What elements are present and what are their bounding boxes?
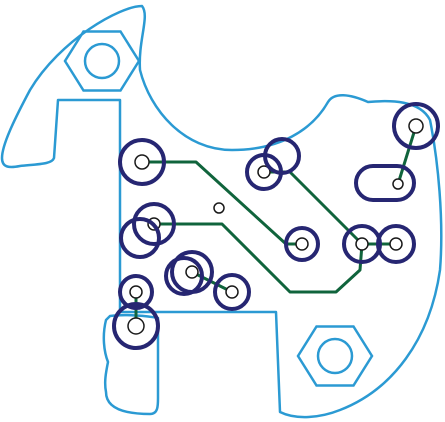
pad-13 bbox=[376, 224, 416, 264]
pad-12 bbox=[342, 224, 382, 264]
pad-3 bbox=[119, 217, 161, 259]
trace-1 bbox=[140, 160, 304, 246]
board-outline bbox=[0, 4, 443, 419]
pad-15 bbox=[213, 202, 225, 214]
mount-hex-2 bbox=[296, 325, 374, 387]
pad-7 bbox=[118, 274, 154, 310]
pad-1 bbox=[118, 138, 166, 186]
mount-hole-2 bbox=[316, 337, 354, 375]
pad-6 bbox=[213, 273, 251, 311]
trace-6 bbox=[396, 124, 418, 186]
board-tab-outline bbox=[102, 313, 160, 416]
pad-10 bbox=[263, 137, 301, 175]
mount-hex-1 bbox=[63, 30, 141, 92]
pad-obround bbox=[354, 164, 416, 202]
pad-8 bbox=[112, 302, 160, 350]
pad-5 bbox=[164, 256, 204, 296]
trace-4 bbox=[190, 270, 234, 294]
mount-hole-1 bbox=[83, 42, 121, 80]
pad-14 bbox=[392, 102, 440, 150]
pad-11 bbox=[284, 226, 320, 262]
